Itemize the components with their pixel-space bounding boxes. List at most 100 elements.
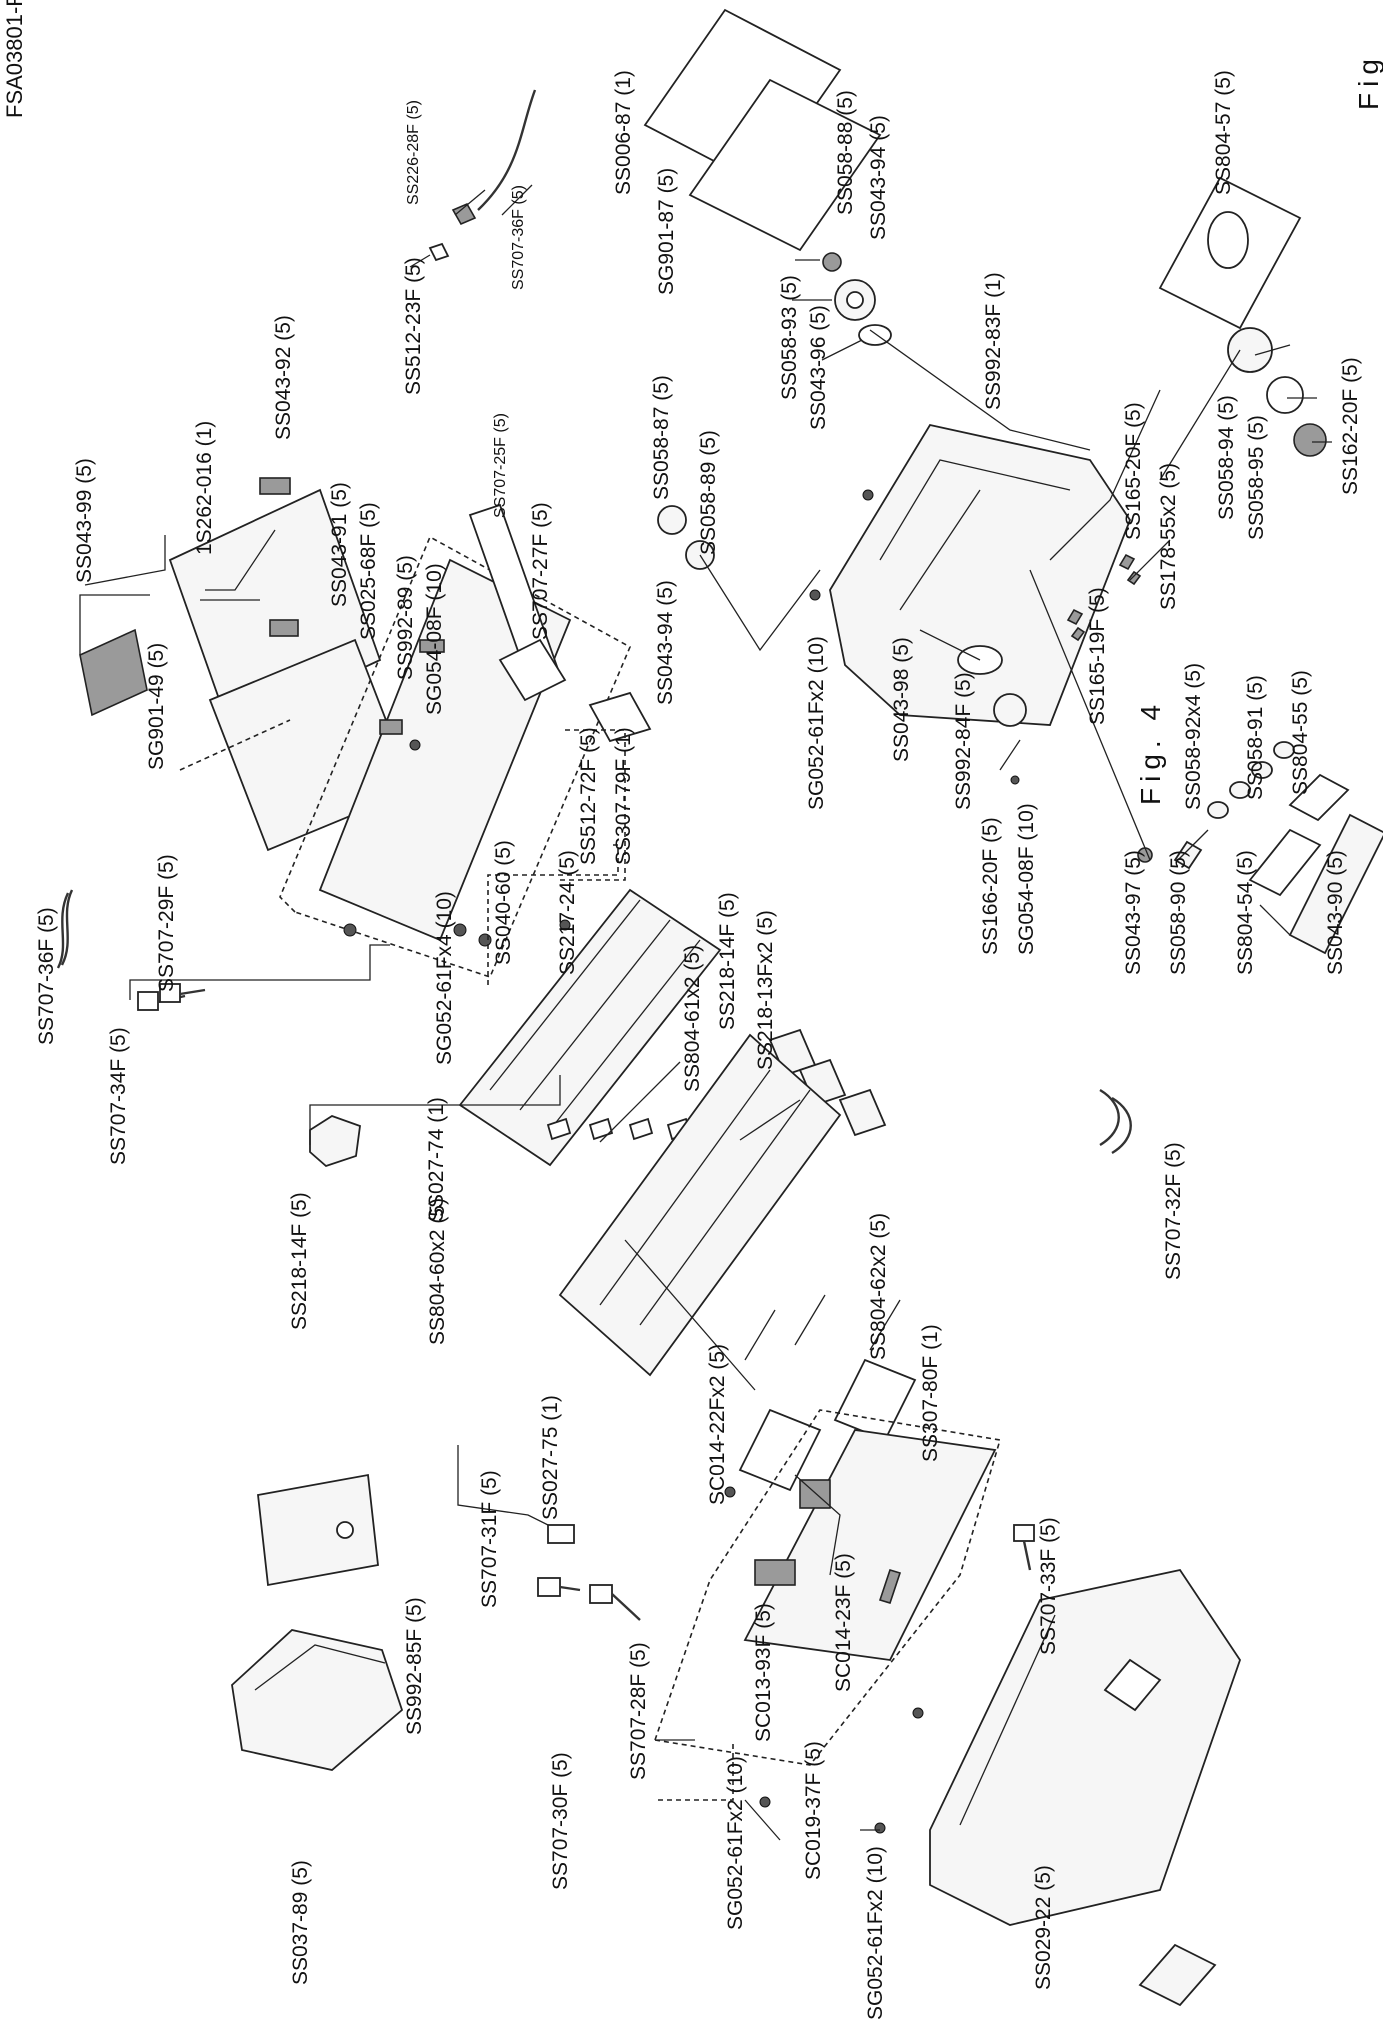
label-ss058-95: SS058-95 (5) <box>1245 415 1268 540</box>
label-ss058-89: SS058-89 (5) <box>697 430 720 555</box>
label-ss040-60: SS040-60 (5) <box>492 840 515 965</box>
label-ss707-29f: SS707-29F (5) <box>155 854 178 992</box>
label-ss804-55: SS804-55 (5) <box>1289 670 1312 795</box>
button-ss058-90 <box>1173 840 1203 870</box>
label-ss804-54: SS804-54 (5) <box>1234 850 1257 975</box>
label-ss992-83f: SS992-83F (1) <box>982 272 1005 410</box>
figure-label: Fig. 4 <box>1135 699 1166 805</box>
label-sg054-08f-right: SG054-08F (10) <box>1015 803 1038 955</box>
label-ss058-92x4: SS058-92x4 (5) <box>1182 663 1205 810</box>
part-sc014-22f <box>878 1569 902 1604</box>
label-ss512-72f: SS512-72F (5) <box>577 727 600 865</box>
part-ss043-92 <box>259 477 291 495</box>
label-ss992-84f: SS992-84F (5) <box>952 672 975 810</box>
connector-ss707-28f <box>589 1584 613 1604</box>
label-sg052-61fx2-a: SG052-61Fx2 (10) <box>724 1756 747 1930</box>
lower-board-outline <box>653 1409 1002 1766</box>
label-sc019-37f: SC019-37F (5) <box>802 1741 825 1880</box>
button-ss058-92 <box>1207 801 1229 819</box>
part-ss029-22 <box>1138 1943 1217 2007</box>
part-camera-body <box>929 1568 1241 1926</box>
label-ss707-36f-top: SS707-36F (5) <box>510 185 527 290</box>
document-code: FSA03801-R. 3756 <box>2 0 27 118</box>
label-ss162-20f: SS162-20F (5) <box>1339 357 1362 495</box>
label-ss707-28f: SS707-28F (5) <box>627 1642 650 1780</box>
screw-sg054-08f <box>409 739 421 751</box>
part-ss043-99 <box>79 628 148 717</box>
label-1s262-016: 1S262-016 (1) <box>193 421 216 555</box>
label-ss218-13fx2: SS218-13Fx2 (5) <box>754 910 777 1070</box>
label-ss058-88: SS058-88 (5) <box>834 90 857 215</box>
part-ss992-89-board <box>318 558 572 942</box>
spring-ss165-20f <box>1118 553 1136 571</box>
wire-ss707-36f-top <box>477 89 537 211</box>
part-ss037-89-grip <box>231 1629 404 1771</box>
figure-label-edge: Fig <box>1353 53 1383 110</box>
label-ss058-91: SS058-91 (5) <box>1244 675 1267 800</box>
label-ss178-55x2: SS178-55x2 (5) <box>1157 463 1180 610</box>
screw-sg052-61fx4 <box>343 923 357 937</box>
ss040-60-outline <box>487 844 619 985</box>
label-ss707-34f: SS707-34F (5) <box>107 1027 130 1165</box>
pad-ss804-60 <box>546 1117 572 1141</box>
label-ss707-32f: SS707-32F (5) <box>1162 1142 1185 1280</box>
label-ss707-33f: SS707-33F (5) <box>1037 1517 1060 1655</box>
connector-ss307-79f <box>588 691 652 743</box>
part-ss162-20f <box>1293 423 1327 457</box>
label-sg054-08f: SG054-08F (10) <box>423 563 446 715</box>
part-ss218-14f <box>309 1115 361 1168</box>
spring-ss166-20f <box>999 739 1021 771</box>
label-ss218-14f-mid: SS218-14F (5) <box>716 892 739 1030</box>
part-ss027-74-battery-holder <box>458 888 722 1167</box>
label-ss043-98: SS043-98 (5) <box>890 637 913 762</box>
label-ss804-61x2: SS804-61x2 (5) <box>681 945 704 1092</box>
part-ss992-83f-cover <box>829 423 1132 726</box>
label-ss058-94: SS058-94 (5) <box>1215 395 1238 520</box>
pad-ss804-54 <box>1248 828 1322 897</box>
label-ss226-28f: SS226-28F (5) <box>405 100 422 205</box>
label-sc014-23f: SC014-23F (5) <box>832 1553 855 1692</box>
pad-ss307-80f <box>738 1408 822 1492</box>
label-ss804-60x2: SS804-60x2 (5) <box>426 1198 449 1345</box>
part-sg901-87 <box>688 78 882 252</box>
leader-lines <box>79 184 1332 1841</box>
connector-ss707-30f <box>537 1577 561 1597</box>
part-sc014-23f <box>799 1479 831 1509</box>
part-ss226-28f <box>451 202 477 226</box>
wire-ss707-32f <box>1099 1088 1120 1147</box>
pad-ss804-55 <box>1288 773 1350 822</box>
part-ss043-91 <box>269 619 299 637</box>
label-ss512-23f: SS512-23F (5) <box>402 257 425 395</box>
connector-ss707-29f <box>137 991 159 1011</box>
part-ss043-94-top <box>822 252 842 272</box>
wire-harness-ss707-36f-b <box>56 892 70 969</box>
label-ss707-31f: SS707-31F (5) <box>478 1470 501 1608</box>
label-ss307-80f: SS307-80F (1) <box>919 1324 942 1462</box>
connector-ss707-33f <box>1013 1524 1035 1542</box>
spring-ss804-62 <box>744 1309 776 1361</box>
button-ss058-91 <box>1273 741 1295 759</box>
label-sc013-93f: SC013-93F (5) <box>752 1603 775 1742</box>
label-ss217-24: SS217-24 (5) <box>556 850 579 975</box>
label-ss058-93: SS058-93 (5) <box>778 275 801 400</box>
label-sg901-49: SG901-49 (5) <box>145 643 168 770</box>
label-ss043-99: SS043-99 (5) <box>73 458 96 583</box>
dial-ss058-94 <box>1227 327 1273 373</box>
label-ss166-20f: SS166-20F (5) <box>979 817 1002 955</box>
label-ss707-27f: SS707-27F (5) <box>529 502 552 640</box>
plate-ss043-90 <box>1288 813 1383 955</box>
label-ss006-87: SS006-87 (1) <box>612 70 635 195</box>
connector-ss707-31f <box>547 1524 575 1544</box>
label-ss027-74: SS027-74 (1) <box>425 1097 448 1222</box>
label-ss043-91: SS043-91 (5) <box>328 482 351 607</box>
label-ss804-57: SS804-57 (5) <box>1212 70 1235 195</box>
screw-sg052-61fx2-a <box>759 1796 771 1808</box>
label-ss025-68f: SS025-68F (5) <box>357 502 380 640</box>
screw-sg052-61fx2-b <box>874 1822 886 1834</box>
label-sg901-87: SG901-87 (5) <box>655 168 678 295</box>
label-ss043-94-top: SS043-94 (5) <box>867 115 890 240</box>
label-ss058-90: SS058-90 (5) <box>1167 850 1190 975</box>
label-ss165-19f: SS165-19F (5) <box>1086 587 1109 725</box>
label-ss037-89: SS037-89 (5) <box>289 1860 312 1985</box>
label-ss707-25f: SS707-25F (5) <box>492 413 509 518</box>
